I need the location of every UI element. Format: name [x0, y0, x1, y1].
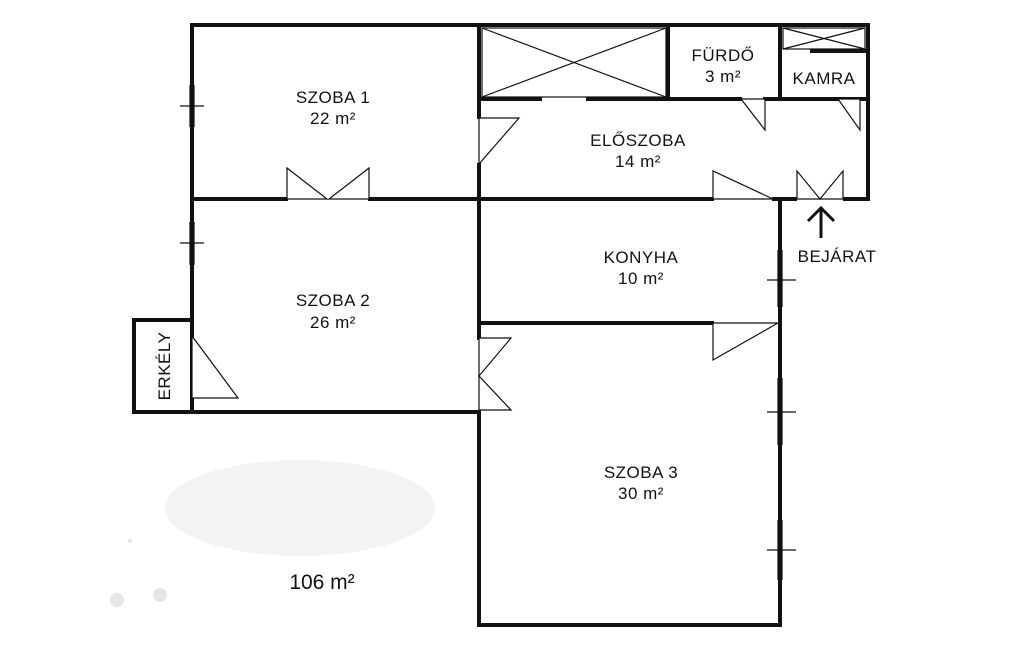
watermark-dot: [128, 539, 132, 543]
door-eloszoba-szoba1: [478, 117, 521, 166]
room-name-kamra: KAMRA: [793, 69, 856, 88]
windows: [180, 85, 796, 580]
door-szoba3: [712, 322, 781, 362]
door-konyha: [712, 170, 774, 200]
entrance-label: BEJÁRAT: [798, 247, 877, 266]
total-area: 106 m²: [289, 571, 354, 594]
watermark-dot: [110, 593, 124, 607]
room-area-szoba1: 22 m²: [310, 109, 356, 128]
door-szoba1: [286, 166, 370, 200]
room-name-eloszoba: ELŐSZOBA: [590, 131, 686, 150]
door-kamra: [836, 98, 861, 132]
door-furdo: [739, 98, 766, 132]
room-area-eloszoba: 14 m²: [615, 152, 661, 171]
watermark-blob: [165, 460, 435, 556]
room-name-furdo: FÜRDŐ: [692, 46, 755, 65]
door-szoba2-szoba3: [478, 337, 513, 411]
room-name-szoba1: SZOBA 1: [296, 88, 370, 107]
watermark-dot: [153, 588, 167, 602]
storage-cross: [481, 27, 667, 98]
room-name-erkely: ERKÉLY: [155, 332, 174, 401]
room-area-szoba2: 26 m²: [310, 313, 356, 332]
room-area-furdo: 3 m²: [705, 67, 741, 86]
entrance-arrow-icon: [806, 205, 836, 238]
door-entrance: [796, 169, 844, 200]
door-balcony: [191, 334, 240, 399]
room-area-szoba3: 30 m²: [618, 484, 664, 503]
room-name-szoba2: SZOBA 2: [296, 291, 370, 310]
kamra-cross: [782, 27, 866, 50]
room-name-konyha: KONYHA: [604, 248, 679, 267]
room-name-szoba3: SZOBA 3: [604, 463, 678, 482]
room-area-konyha: 10 m²: [618, 269, 664, 288]
